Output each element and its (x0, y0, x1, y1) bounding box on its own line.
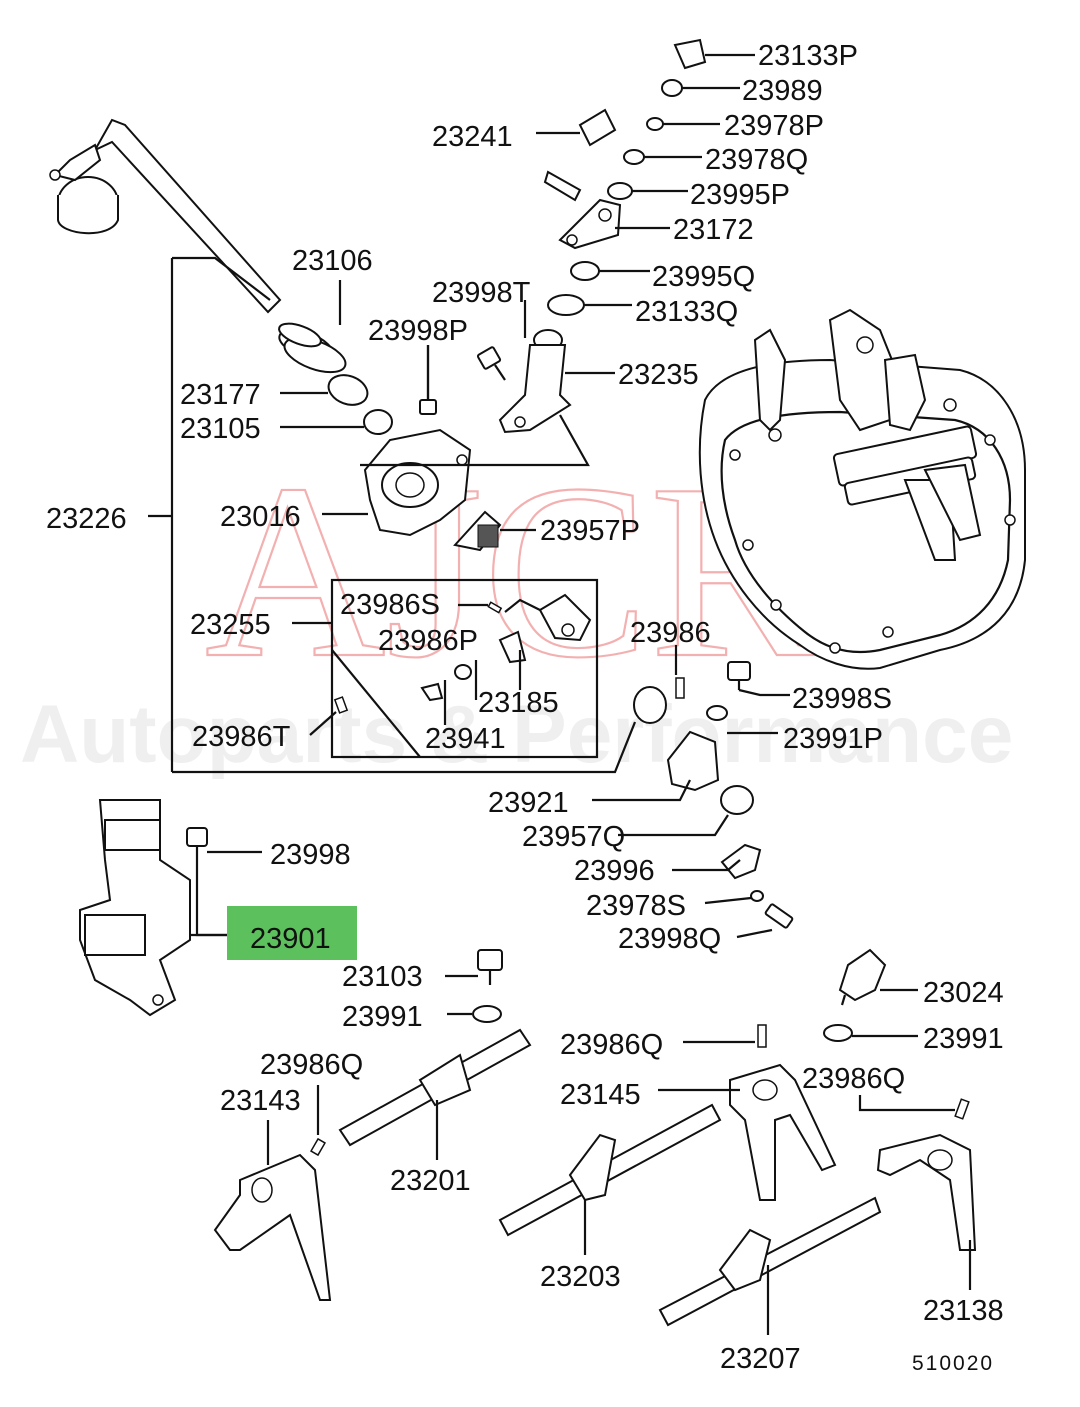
part-23241-block (578, 108, 617, 147)
part-23995Q-washer (570, 261, 600, 281)
label-23991P[interactable]: 23991P (783, 723, 883, 755)
part-23177-bushing (327, 374, 369, 406)
label-23133Q[interactable]: 23133Q (635, 296, 738, 328)
part-23995P-washer (607, 182, 633, 200)
label-23241[interactable]: 23241 (432, 121, 513, 153)
part-23986Q-pin-a (310, 1137, 326, 1157)
label-23185[interactable]: 23185 (478, 687, 559, 719)
part-23024-switch (838, 948, 887, 1006)
part-labels: 23133P 23989 23978P 23241 23978Q 23995P … (46, 40, 1004, 1375)
part-23986Q-pin-c (954, 1098, 970, 1120)
label-23986Q-c[interactable]: 23986Q (802, 1063, 905, 1095)
part-23978S-clip (750, 890, 764, 902)
part-23986-pin (675, 677, 685, 699)
label-23024[interactable]: 23024 (923, 977, 1004, 1009)
leader-lines (148, 53, 972, 1335)
shift-lever-drawing (49, 118, 282, 314)
label-23978S[interactable]: 23978S (586, 890, 686, 922)
part-23989-nut (661, 79, 683, 97)
label-23201[interactable]: 23201 (390, 1165, 471, 1197)
label-23172[interactable]: 23172 (673, 214, 754, 246)
part-23016-housing (363, 428, 472, 537)
label-23957Q[interactable]: 23957Q (522, 821, 625, 853)
label-23986S[interactable]: 23986S (340, 589, 440, 621)
label-23998Q[interactable]: 23998Q (618, 923, 721, 955)
label-23941[interactable]: 23941 (425, 723, 506, 755)
part-23143-fork (213, 1153, 332, 1301)
label-23978P[interactable]: 23978P (724, 110, 824, 142)
label-23978Q[interactable]: 23978Q (705, 144, 808, 176)
label-23986T[interactable]: 23986T (192, 721, 291, 753)
label-23138[interactable]: 23138 (923, 1295, 1004, 1327)
part-23921-block (666, 730, 720, 792)
label-23145[interactable]: 23145 (560, 1079, 641, 1111)
label-23235[interactable]: 23235 (618, 359, 699, 391)
label-23989[interactable]: 23989 (742, 75, 823, 107)
label-23177[interactable]: 23177 (180, 379, 261, 411)
label-23203[interactable]: 23203 (540, 1261, 621, 1293)
label-23016[interactable]: 23016 (220, 501, 301, 533)
part-23255-kit-drawing (420, 593, 592, 702)
label-23226[interactable]: 23226 (46, 503, 127, 535)
part-23235-bracket (498, 329, 572, 434)
label-23998P[interactable]: 23998P (368, 315, 468, 347)
label-23998[interactable]: 23998 (270, 839, 351, 871)
diagram-code: 510020 (912, 1352, 994, 1375)
label-23207[interactable]: 23207 (720, 1343, 801, 1375)
part-23201-rail (338, 1028, 532, 1147)
part-23105-bushing (363, 409, 393, 435)
label-23998T[interactable]: 23998T (432, 277, 531, 309)
label-23986P[interactable]: 23986P (378, 625, 478, 657)
part-23998S-bolt (727, 661, 751, 690)
label-23255[interactable]: 23255 (190, 609, 271, 641)
transmission-case-drawing (698, 308, 1026, 670)
label-23995P[interactable]: 23995P (690, 179, 790, 211)
part-23998-bolt (186, 827, 208, 865)
label-23986[interactable]: 23986 (630, 617, 711, 649)
part-23998Q-bolt (764, 903, 794, 929)
part-23998T-bolt (476, 346, 506, 381)
label-23995Q[interactable]: 23995Q (652, 261, 755, 293)
label-23991-b[interactable]: 23991 (923, 1023, 1004, 1055)
part-23901-bracket (79, 799, 191, 1017)
label-23921[interactable]: 23921 (488, 787, 569, 819)
part-23941-ball (633, 686, 667, 724)
label-23998S[interactable]: 23998S (792, 683, 892, 715)
part-23133P-cap (673, 38, 707, 70)
label-23986Q-b[interactable]: 23986Q (260, 1049, 363, 1081)
part-23957Q-bushing (720, 785, 754, 815)
label-23106[interactable]: 23106 (292, 245, 373, 277)
part-23991P-washer (706, 705, 728, 721)
part-23203-rail (498, 1103, 722, 1237)
watermark-subtitle: Autoparts & Performance (20, 689, 1013, 780)
part-23986Q-pin-b (757, 1024, 767, 1048)
label-23901[interactable]: 23901 (250, 923, 331, 955)
label-23957P[interactable]: 23957P (540, 515, 640, 547)
part-23106-boot (278, 322, 347, 374)
part-23991-washer-b (823, 1024, 853, 1042)
highlight-box (227, 906, 357, 960)
part-23986T-pin (333, 696, 349, 714)
label-23996[interactable]: 23996 (574, 855, 655, 887)
part-23957P-spring (453, 510, 502, 552)
part-23145-fork (729, 1063, 837, 1201)
label-23133P[interactable]: 23133P (758, 40, 858, 72)
part-23133Q-washer (547, 294, 585, 316)
label-23986Q-a[interactable]: 23986Q (560, 1029, 663, 1061)
part-23978Q-washer (623, 149, 645, 165)
label-23143[interactable]: 23143 (220, 1085, 301, 1117)
part-23996-plate (720, 843, 762, 880)
part-23207-rail (658, 1196, 882, 1327)
part-23103-bolt (477, 949, 503, 985)
label-23103[interactable]: 23103 (342, 961, 423, 993)
part-23172-lever (543, 170, 622, 250)
part-23978P-clip (646, 117, 664, 131)
part-23138-fork (876, 1133, 977, 1251)
label-23991-a[interactable]: 23991 (342, 1001, 423, 1033)
label-23105[interactable]: 23105 (180, 413, 261, 445)
part-23991-washer-a (472, 1005, 502, 1023)
